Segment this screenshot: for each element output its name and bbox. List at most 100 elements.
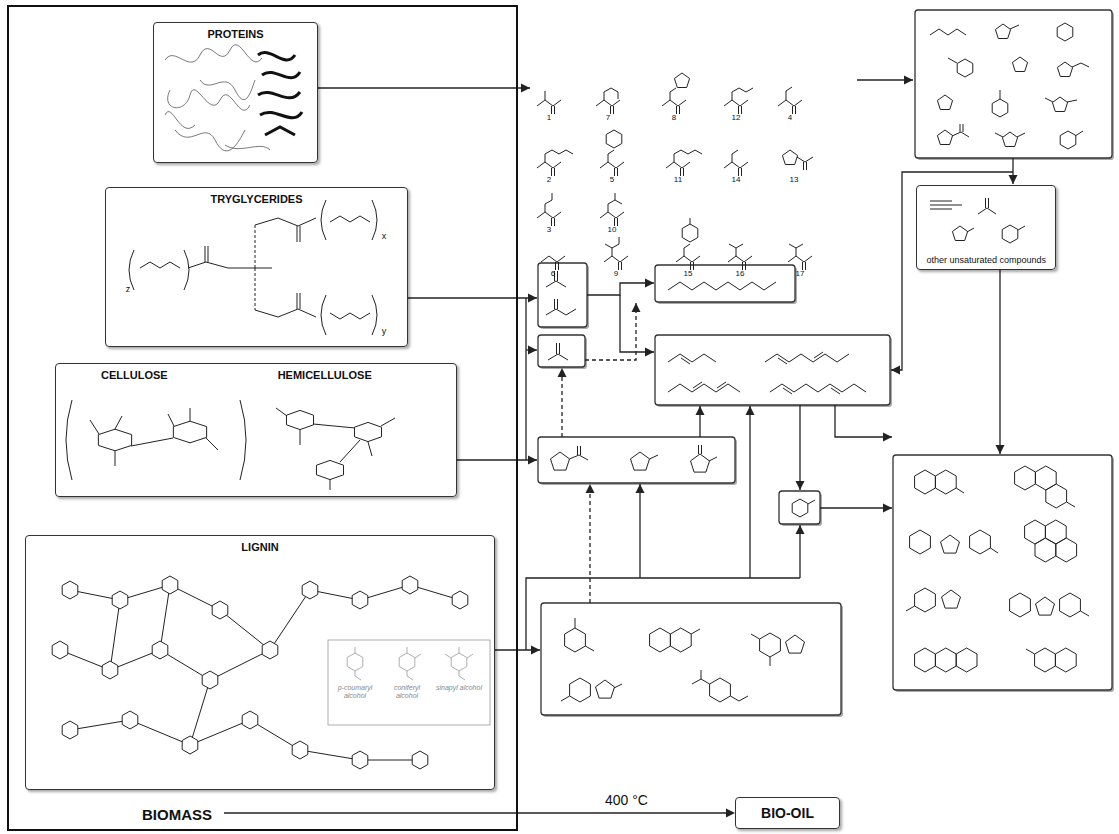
label-holder: 8 bbox=[666, 113, 682, 122]
product-structure bbox=[699, 445, 718, 461]
lignin-structure bbox=[242, 711, 258, 729]
label-holder: x bbox=[379, 231, 389, 241]
flow-arrow bbox=[318, 80, 1013, 650]
product-box bbox=[893, 455, 1112, 690]
protein-helix bbox=[258, 53, 295, 60]
lignin-structure bbox=[60, 585, 460, 760]
product-box bbox=[915, 10, 1112, 158]
product-structure bbox=[668, 382, 740, 392]
label-holder: p-coumaryl alcohol bbox=[330, 684, 380, 700]
lignin-structure bbox=[122, 711, 138, 729]
product-structure bbox=[1046, 484, 1067, 508]
monolignol-inset bbox=[355, 647, 473, 680]
amino-acid-structure bbox=[676, 256, 700, 270]
product-structure bbox=[570, 678, 591, 702]
amino-acid-structure bbox=[541, 256, 565, 270]
node-title: CELLULOSE bbox=[101, 369, 168, 381]
label-holder: 1 bbox=[541, 113, 557, 122]
flow-arrow bbox=[526, 578, 800, 650]
connector-line bbox=[518, 812, 727, 814]
lignin-structure bbox=[292, 741, 308, 759]
amino-acid-structure bbox=[666, 162, 690, 176]
lignin-structure bbox=[182, 736, 198, 754]
polysaccharide-structure bbox=[173, 421, 206, 443]
product-structure bbox=[956, 488, 964, 493]
product-structure bbox=[1036, 597, 1055, 615]
amino-acid-structure bbox=[778, 87, 802, 114]
amino-acid-structure bbox=[600, 193, 624, 226]
protein-ribbon bbox=[175, 130, 245, 151]
callout-number: 2 bbox=[541, 175, 557, 184]
node-title: BIOMASS bbox=[142, 806, 212, 823]
product-structure bbox=[650, 628, 671, 652]
product-box bbox=[655, 335, 890, 405]
edge-label: 400 °C bbox=[603, 792, 650, 808]
callout-number: 10 bbox=[604, 225, 620, 234]
connector-tail bbox=[224, 812, 518, 814]
output-box: BIO-OIL bbox=[735, 797, 840, 829]
label-holder: 400 °C bbox=[603, 792, 650, 808]
protein-helix bbox=[258, 92, 300, 98]
amino-acid-structure bbox=[545, 193, 552, 212]
protein-ribbon bbox=[168, 90, 250, 111]
label-holder: 5 bbox=[604, 175, 620, 184]
node-title: LIGNIN bbox=[241, 541, 278, 553]
lignin-structure bbox=[262, 641, 278, 659]
flow-arrow bbox=[639, 484, 640, 578]
triglyceride-structure bbox=[321, 295, 377, 335]
product-structure bbox=[765, 352, 849, 364]
product-structure bbox=[967, 228, 974, 232]
protein-helix bbox=[262, 72, 300, 78]
amino-acid-structure bbox=[537, 212, 561, 226]
product-structure bbox=[691, 454, 710, 472]
triglyceride-structure bbox=[255, 293, 316, 317]
amino-acid-structure bbox=[606, 130, 622, 148]
monomer-name: p-coumaryl alcohol bbox=[330, 684, 380, 700]
product-box bbox=[538, 437, 735, 483]
flow-arrow bbox=[999, 270, 1000, 454]
product-structure bbox=[915, 588, 936, 612]
callout-number: 17 bbox=[792, 269, 808, 278]
amino-acid-structure bbox=[676, 218, 700, 270]
polysaccharide-structure bbox=[316, 460, 343, 479]
product-structure bbox=[760, 633, 781, 657]
product-structure bbox=[1025, 520, 1046, 544]
product-structure bbox=[551, 452, 570, 470]
product-structure bbox=[548, 343, 568, 360]
product-structure bbox=[910, 530, 931, 554]
product-structure bbox=[1080, 611, 1089, 616]
callout-number: 3 bbox=[541, 225, 557, 234]
monolignol-inset bbox=[328, 640, 490, 725]
protein-ribbon bbox=[165, 45, 262, 62]
label-holder: 11 bbox=[670, 175, 686, 184]
product-structure bbox=[990, 548, 998, 553]
amino-acid-structure bbox=[788, 244, 812, 270]
product-structure bbox=[915, 648, 936, 672]
component-box: LIGNIN bbox=[25, 535, 495, 790]
node-caption: other unsaturated compounds bbox=[926, 255, 1046, 265]
amino-acid-structure bbox=[788, 256, 812, 270]
product-structure bbox=[770, 384, 866, 394]
label-holder: 10 bbox=[604, 225, 620, 234]
amino-acid-structure bbox=[537, 91, 561, 114]
component-box: PROTEINS bbox=[153, 22, 318, 163]
flow-arrow bbox=[699, 406, 700, 437]
lignin-structure bbox=[152, 641, 168, 659]
lignin-structure bbox=[352, 751, 368, 769]
flow-arrow bbox=[799, 525, 800, 578]
amino-acid-structure bbox=[684, 218, 690, 256]
product-box bbox=[779, 491, 820, 524]
amino-acid-structure bbox=[732, 88, 753, 100]
product-structure bbox=[995, 133, 1025, 137]
polysaccharide-structure bbox=[90, 408, 218, 466]
product-structure bbox=[957, 59, 973, 77]
product-structure bbox=[941, 535, 960, 553]
flow-arrow bbox=[526, 349, 537, 350]
product-structure bbox=[546, 23, 1089, 702]
product-structure bbox=[808, 500, 815, 504]
label-holder: 4 bbox=[782, 113, 798, 122]
protein-ribbon bbox=[165, 112, 195, 129]
product-structure bbox=[952, 124, 969, 137]
subscript-label: z bbox=[123, 284, 133, 294]
